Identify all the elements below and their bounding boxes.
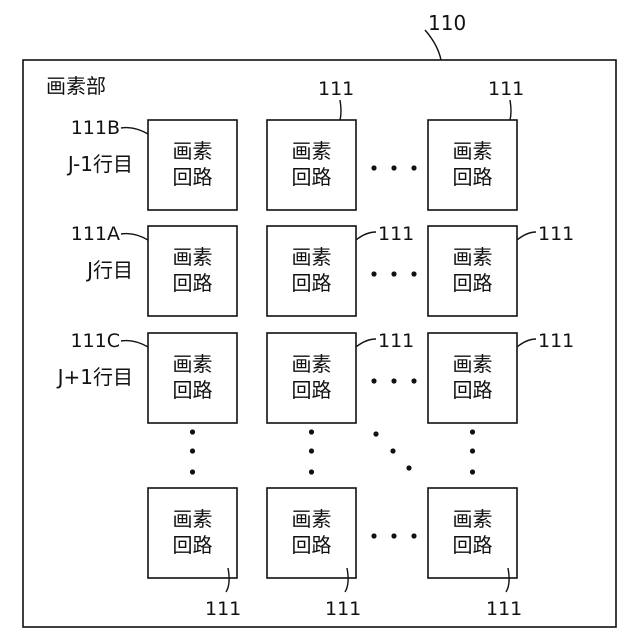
pixel-circuit-label-line1: 画素: [453, 352, 493, 376]
cell-ref-leader: [517, 232, 536, 240]
row-ref-leader: [121, 128, 148, 134]
pixel-circuit-cell: 画素回路: [267, 226, 356, 316]
pixel-circuit-label-line1: 画素: [453, 507, 493, 531]
pixel-circuit-cell: 画素回路: [148, 333, 237, 423]
row-label: J-1行目: [66, 152, 133, 176]
pixel-circuit-label-line2: 回路: [173, 165, 213, 189]
pixel-circuit-label-line1: 画素: [173, 139, 213, 163]
row-ref-label: 111B: [71, 117, 120, 139]
ellipsis-dot: [371, 271, 376, 276]
cell-ref-label: 111: [325, 598, 361, 620]
cell-ref-label: 111: [205, 598, 241, 620]
pixel-circuit-label-line1: 画素: [173, 507, 213, 531]
pixel-circuit-label-line1: 画素: [173, 245, 213, 269]
row-label: J行目: [85, 258, 133, 282]
cell-ref-label: 111: [318, 78, 354, 100]
pixel-circuit-label-line1: 画素: [292, 139, 332, 163]
pixel-circuit-label-line2: 回路: [292, 378, 332, 402]
pixel-circuit-label-line2: 回路: [173, 271, 213, 295]
cell-ref-leader: [356, 232, 376, 240]
pixel-circuit-label-line1: 画素: [292, 507, 332, 531]
ellipsis-dot: [411, 533, 416, 538]
ellipsis-dot: [371, 378, 376, 383]
pixel-circuit-label-line2: 回路: [292, 533, 332, 557]
ellipsis-dot: [391, 533, 396, 538]
pixel-circuit-grid: 画素回路画素回路画素回路画素回路画素回路画素回路画素回路画素回路画素回路画素回路…: [148, 120, 517, 578]
ellipsis-dot: [190, 429, 195, 434]
ellipsis-dot: [391, 165, 396, 170]
ellipsis-dot: [309, 448, 314, 453]
pixel-circuit-label-line2: 回路: [453, 271, 493, 295]
pixel-circuit-label-line2: 回路: [173, 533, 213, 557]
ref-label-110: 110: [428, 11, 466, 35]
pixel-circuit-label-line2: 回路: [292, 271, 332, 295]
ellipsis-dot: [371, 533, 376, 538]
pixel-circuit-label-line2: 回路: [453, 378, 493, 402]
row-ref-leader: [121, 234, 148, 240]
ellipsis-dot: [309, 429, 314, 434]
ellipsis-dot: [470, 469, 475, 474]
row-ref-label: 111A: [71, 223, 120, 245]
pixel-circuit-cell: 画素回路: [148, 120, 237, 210]
cell-ref-label: 111: [378, 223, 414, 245]
ellipsis-dot: [391, 378, 396, 383]
pixel-circuit-label-line1: 画素: [453, 245, 493, 269]
pixel-circuit-cell: 画素回路: [428, 488, 517, 578]
ellipsis-dot: [470, 429, 475, 434]
ellipsis-dot: [411, 378, 416, 383]
ellipsis-dot: [470, 448, 475, 453]
cell-ref-label: 111: [378, 330, 414, 352]
ellipsis-dot: [390, 448, 395, 453]
pixel-circuit-label-line1: 画素: [292, 352, 332, 376]
cell-ref-leader: [510, 100, 511, 120]
row-label: J+1行目: [56, 365, 133, 389]
pixel-circuit-cell: 画素回路: [267, 333, 356, 423]
ellipsis-dot: [190, 448, 195, 453]
pixel-circuit-cell: 画素回路: [428, 120, 517, 210]
section-label: 画素部: [46, 74, 106, 98]
row-ref-label: 111C: [70, 330, 120, 352]
pixel-circuit-cell: 画素回路: [148, 226, 237, 316]
pixel-circuit-label-line2: 回路: [173, 378, 213, 402]
pixel-circuit-label-line1: 画素: [453, 139, 493, 163]
cell-ref-leader: [340, 100, 341, 120]
pixel-circuit-label-line2: 回路: [292, 165, 332, 189]
pixel-circuit-cell: 画素回路: [148, 488, 237, 578]
pixel-circuit-label-line2: 回路: [453, 533, 493, 557]
pixel-circuit-label-line1: 画素: [292, 245, 332, 269]
ellipsis-dot: [309, 469, 314, 474]
ellipsis-dot: [190, 469, 195, 474]
row-ref-leader: [121, 341, 148, 347]
row-labels: J-1行目 J行目 J+1行目: [56, 152, 133, 389]
cell-ref-leader: [517, 339, 536, 347]
cell-ref-label: 111: [538, 330, 574, 352]
cell-ref-label: 111: [486, 598, 522, 620]
cell-ref-label: 111: [538, 223, 574, 245]
pixel-circuit-cell: 画素回路: [267, 120, 356, 210]
cell-ref-leader: [356, 339, 376, 347]
ellipsis-dot: [391, 271, 396, 276]
pixel-circuit-label-line1: 画素: [173, 352, 213, 376]
pixel-circuit-label-line2: 回路: [453, 165, 493, 189]
pixel-circuit-cell: 画素回路: [428, 226, 517, 316]
pixel-circuit-cell: 画素回路: [267, 488, 356, 578]
ellipsis-dot: [411, 271, 416, 276]
ellipsis-dot: [411, 165, 416, 170]
pixel-circuit-cell: 画素回路: [428, 333, 517, 423]
cell-ref-label: 111: [488, 78, 524, 100]
ellipsis-dot: [373, 431, 378, 436]
ellipsis-dot: [371, 165, 376, 170]
ellipsis-dot: [406, 465, 411, 470]
